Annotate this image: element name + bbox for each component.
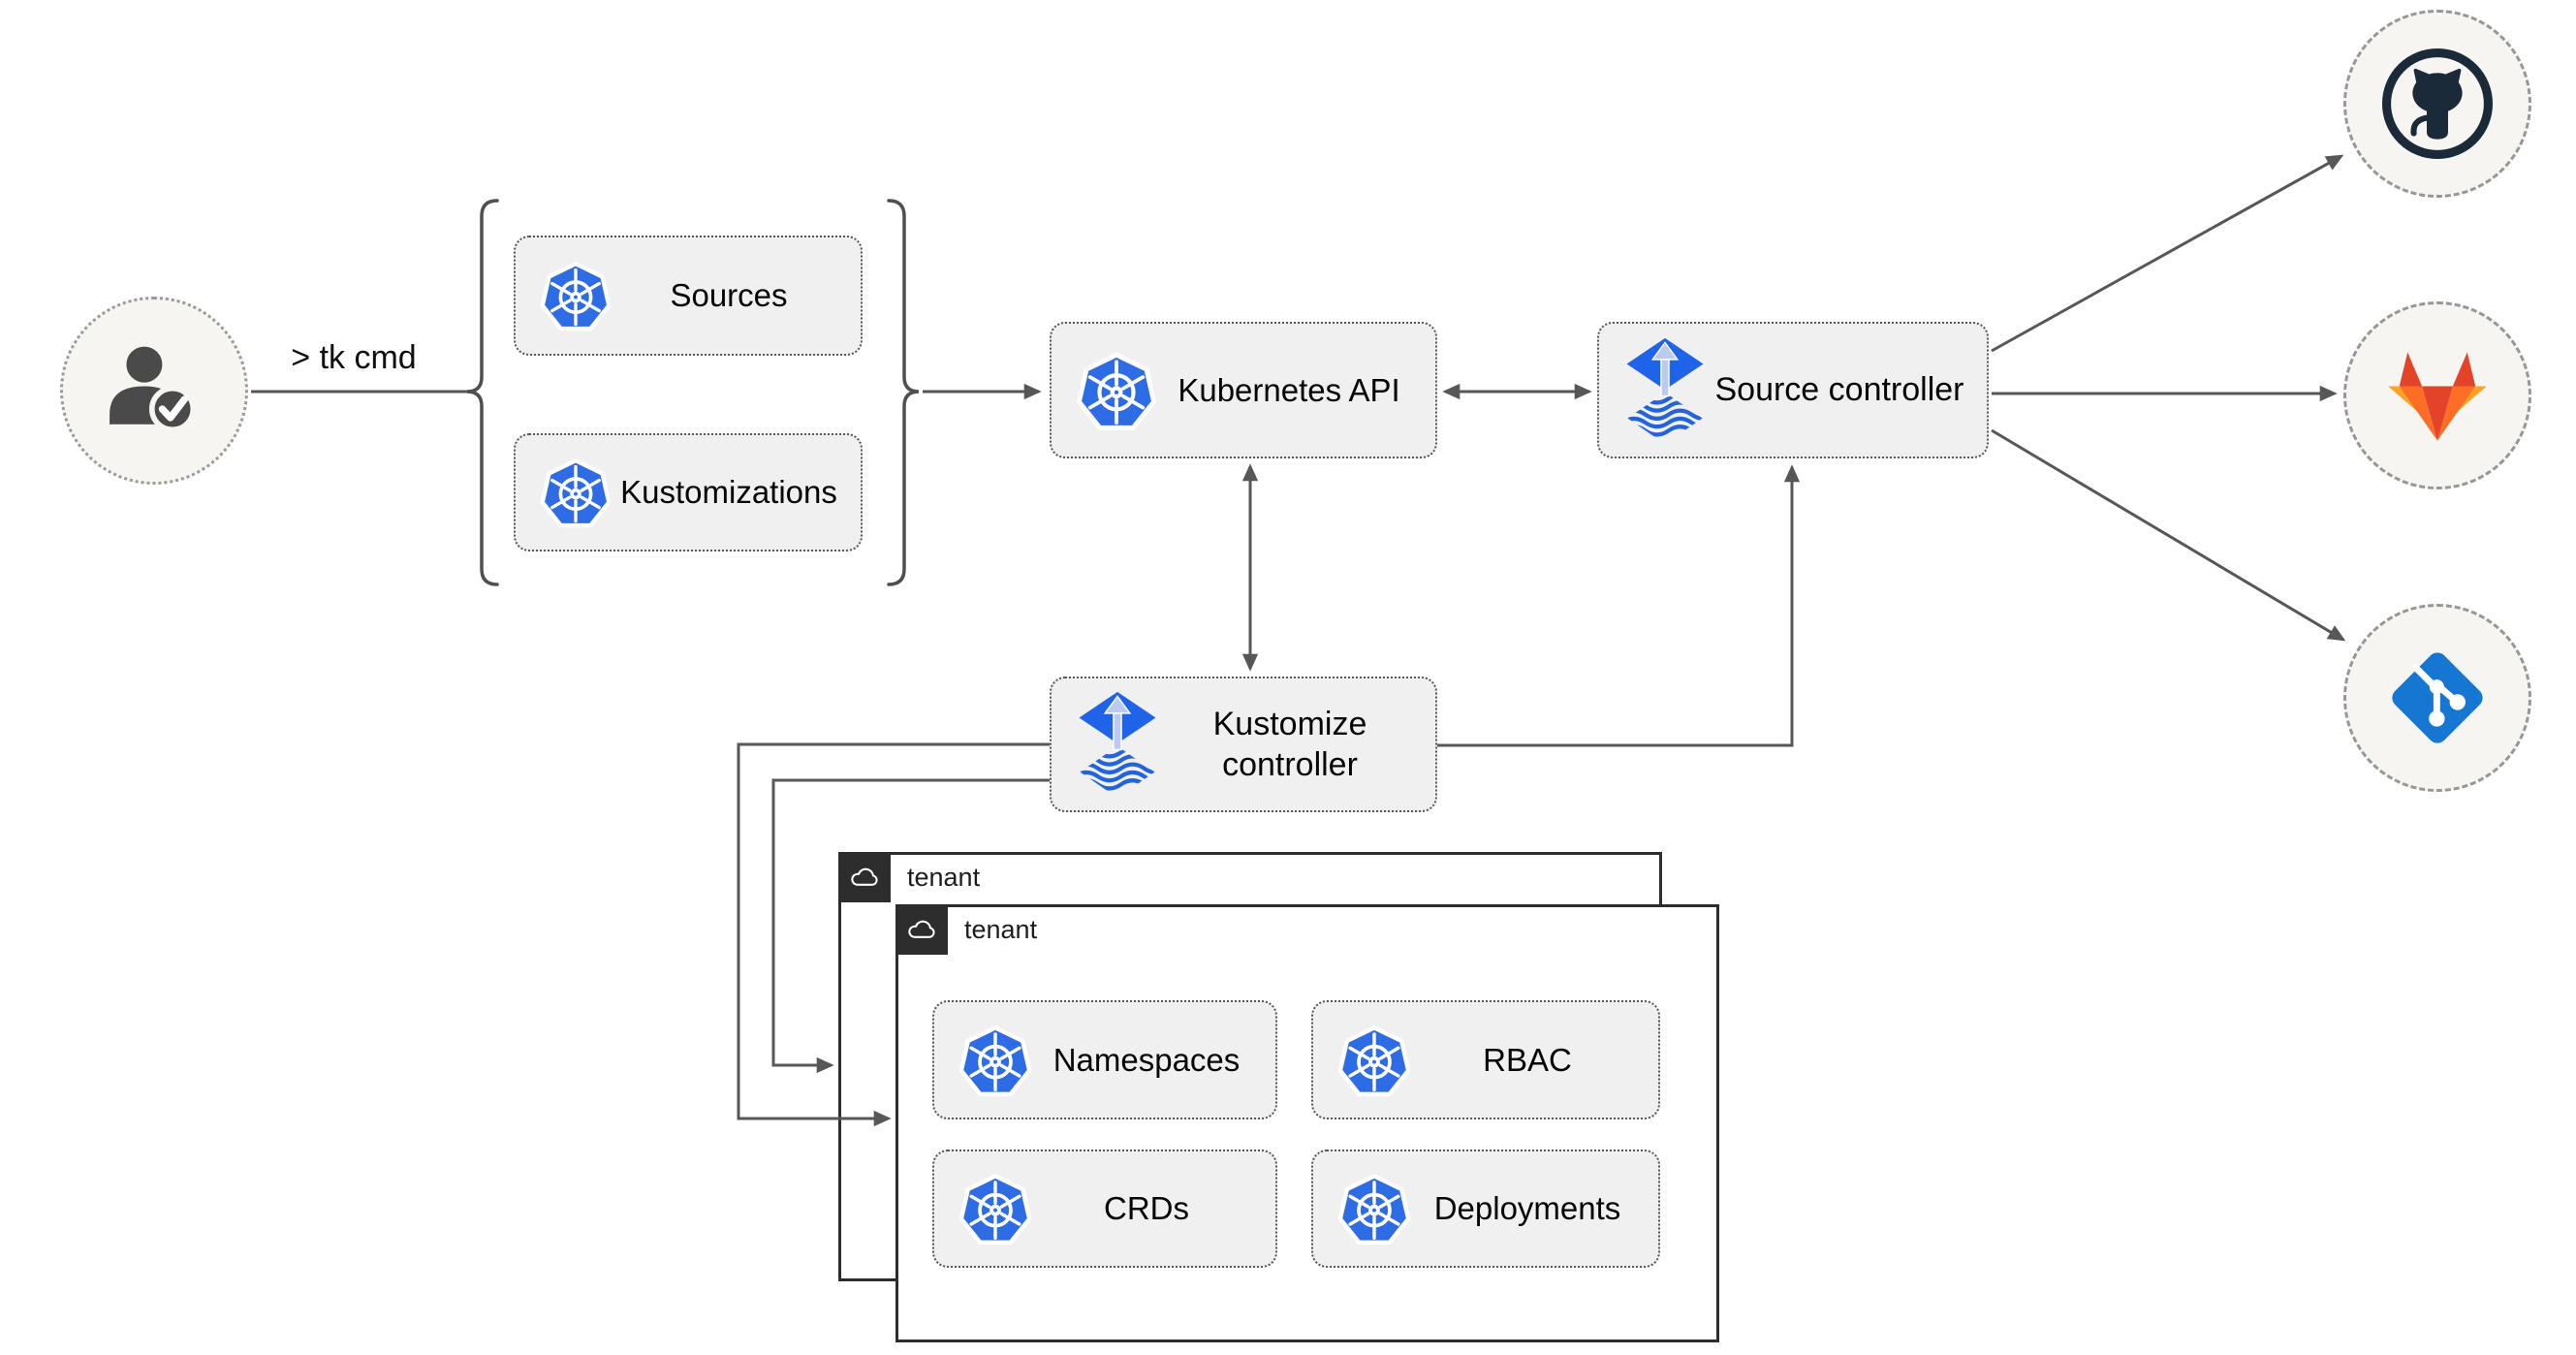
arrow-kustomize-to-source [1437,464,1801,747]
git-icon [2376,637,2498,759]
rbac-node: RBAC [1311,1000,1660,1119]
kubernetes-icon [537,454,614,531]
source-controller-node: Source controller [1597,322,1989,458]
node-label: RBAC [1483,1041,1572,1078]
kubernetes-icon [956,1169,1035,1248]
node-label: Deployments [1433,1190,1621,1226]
node-label: Kustomizations [620,474,837,510]
arrow-source-to-github [1991,154,2344,353]
gitlab-node [2343,301,2531,489]
kubernetes-icon [537,257,614,334]
kustomizations-node: Kustomizations [514,433,863,551]
kustomize-controller-node: Kustomize controller [1050,677,1437,812]
node-label: Sources [670,277,788,313]
deployments-node: Deployments [1311,1150,1660,1268]
kubernetes-api-node: Kubernetes API [1050,322,1437,458]
tk-cmd-label: > tk cmd [291,339,417,376]
namespace-tab [895,904,948,955]
flux-icon [1620,336,1710,445]
node-label: Kubernetes API [1178,371,1400,408]
node-label: CRDs [1104,1190,1189,1226]
user-check-icon [100,336,208,445]
group-brace-right [887,199,920,586]
sources-node: Sources [514,236,863,356]
gitlab-icon [2386,348,2489,443]
github-icon [2378,45,2497,163]
namespace-tab [838,852,891,902]
flux-icon [1073,690,1162,799]
tenant-front-container: tenant [895,904,1719,1342]
user-node [60,297,248,485]
node-label: Kustomize controller [1212,705,1367,784]
cloud-icon [905,918,938,941]
tenant-label: tenant [964,914,1038,944]
crds-node: CRDs [932,1150,1277,1268]
kubernetes-icon [1335,1021,1414,1100]
git-node [2343,604,2531,792]
node-label: Namespaces [1052,1041,1241,1078]
kubernetes-icon [956,1021,1035,1100]
tenant-label: tenant [907,862,981,892]
arrow-source-to-git [1991,428,2346,642]
cloud-icon [848,866,881,889]
node-label: Source controller [1714,371,1964,409]
namespaces-node: Namespaces [932,1000,1277,1119]
group-brace-left [466,199,499,586]
kubernetes-icon [1335,1169,1414,1248]
kubernetes-icon [1073,347,1160,434]
github-node [2343,10,2531,198]
